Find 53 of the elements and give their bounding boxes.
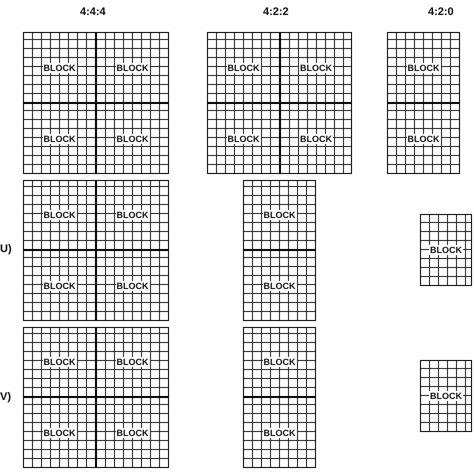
grid-block xyxy=(207,32,280,103)
grid-block xyxy=(420,360,472,432)
column-heading: 4:2:0 xyxy=(428,6,454,18)
grid-block xyxy=(243,397,316,468)
block-label: BLOCK xyxy=(116,280,150,290)
grid-block xyxy=(387,32,460,103)
column-heading: 4:4:4 xyxy=(80,6,106,18)
grid-block xyxy=(96,180,169,250)
block-label: BLOCK xyxy=(42,210,76,220)
block-label: BLOCK xyxy=(226,62,260,72)
grid-block xyxy=(96,327,169,397)
grid-block xyxy=(243,250,316,321)
grid-block xyxy=(23,180,96,250)
block-label: BLOCK xyxy=(116,134,150,144)
block-label: BLOCK xyxy=(42,62,76,72)
block-label: BLOCK xyxy=(429,245,463,255)
column-heading: 4:2:2 xyxy=(263,6,289,18)
block-label: BLOCK xyxy=(116,62,150,72)
block-label: BLOCK xyxy=(116,357,150,367)
grid-block xyxy=(243,180,316,250)
grid-block xyxy=(420,214,472,286)
block-label: BLOCK xyxy=(226,134,260,144)
block-label: BLOCK xyxy=(429,391,463,401)
grid-block xyxy=(23,397,96,468)
grid-block xyxy=(23,103,96,174)
grid-block xyxy=(96,103,169,174)
block-label: BLOCK xyxy=(406,134,440,144)
grid-block xyxy=(96,397,169,468)
grid-block xyxy=(207,103,280,174)
block-label: BLOCK xyxy=(116,428,150,438)
grid-block xyxy=(23,32,96,103)
block-label: BLOCK xyxy=(42,428,76,438)
row-label: V) xyxy=(0,391,11,403)
block-label: BLOCK xyxy=(42,280,76,290)
grid-block xyxy=(96,32,169,103)
grid-block xyxy=(243,327,316,397)
grid-block xyxy=(280,32,352,103)
block-label: BLOCK xyxy=(42,357,76,367)
grid-block xyxy=(387,103,460,174)
block-label: BLOCK xyxy=(299,62,333,72)
block-label: BLOCK xyxy=(262,210,296,220)
block-label: BLOCK xyxy=(116,210,150,220)
grid-block xyxy=(96,250,169,321)
block-label: BLOCK xyxy=(42,134,76,144)
block-label: BLOCK xyxy=(299,134,333,144)
grid-block xyxy=(23,250,96,321)
row-label: U) xyxy=(0,243,12,255)
block-label: BLOCK xyxy=(262,357,296,367)
block-label: BLOCK xyxy=(262,428,296,438)
grid-block xyxy=(23,327,96,397)
block-label: BLOCK xyxy=(262,280,296,290)
block-label: BLOCK xyxy=(406,62,440,72)
grid-block xyxy=(280,103,352,174)
